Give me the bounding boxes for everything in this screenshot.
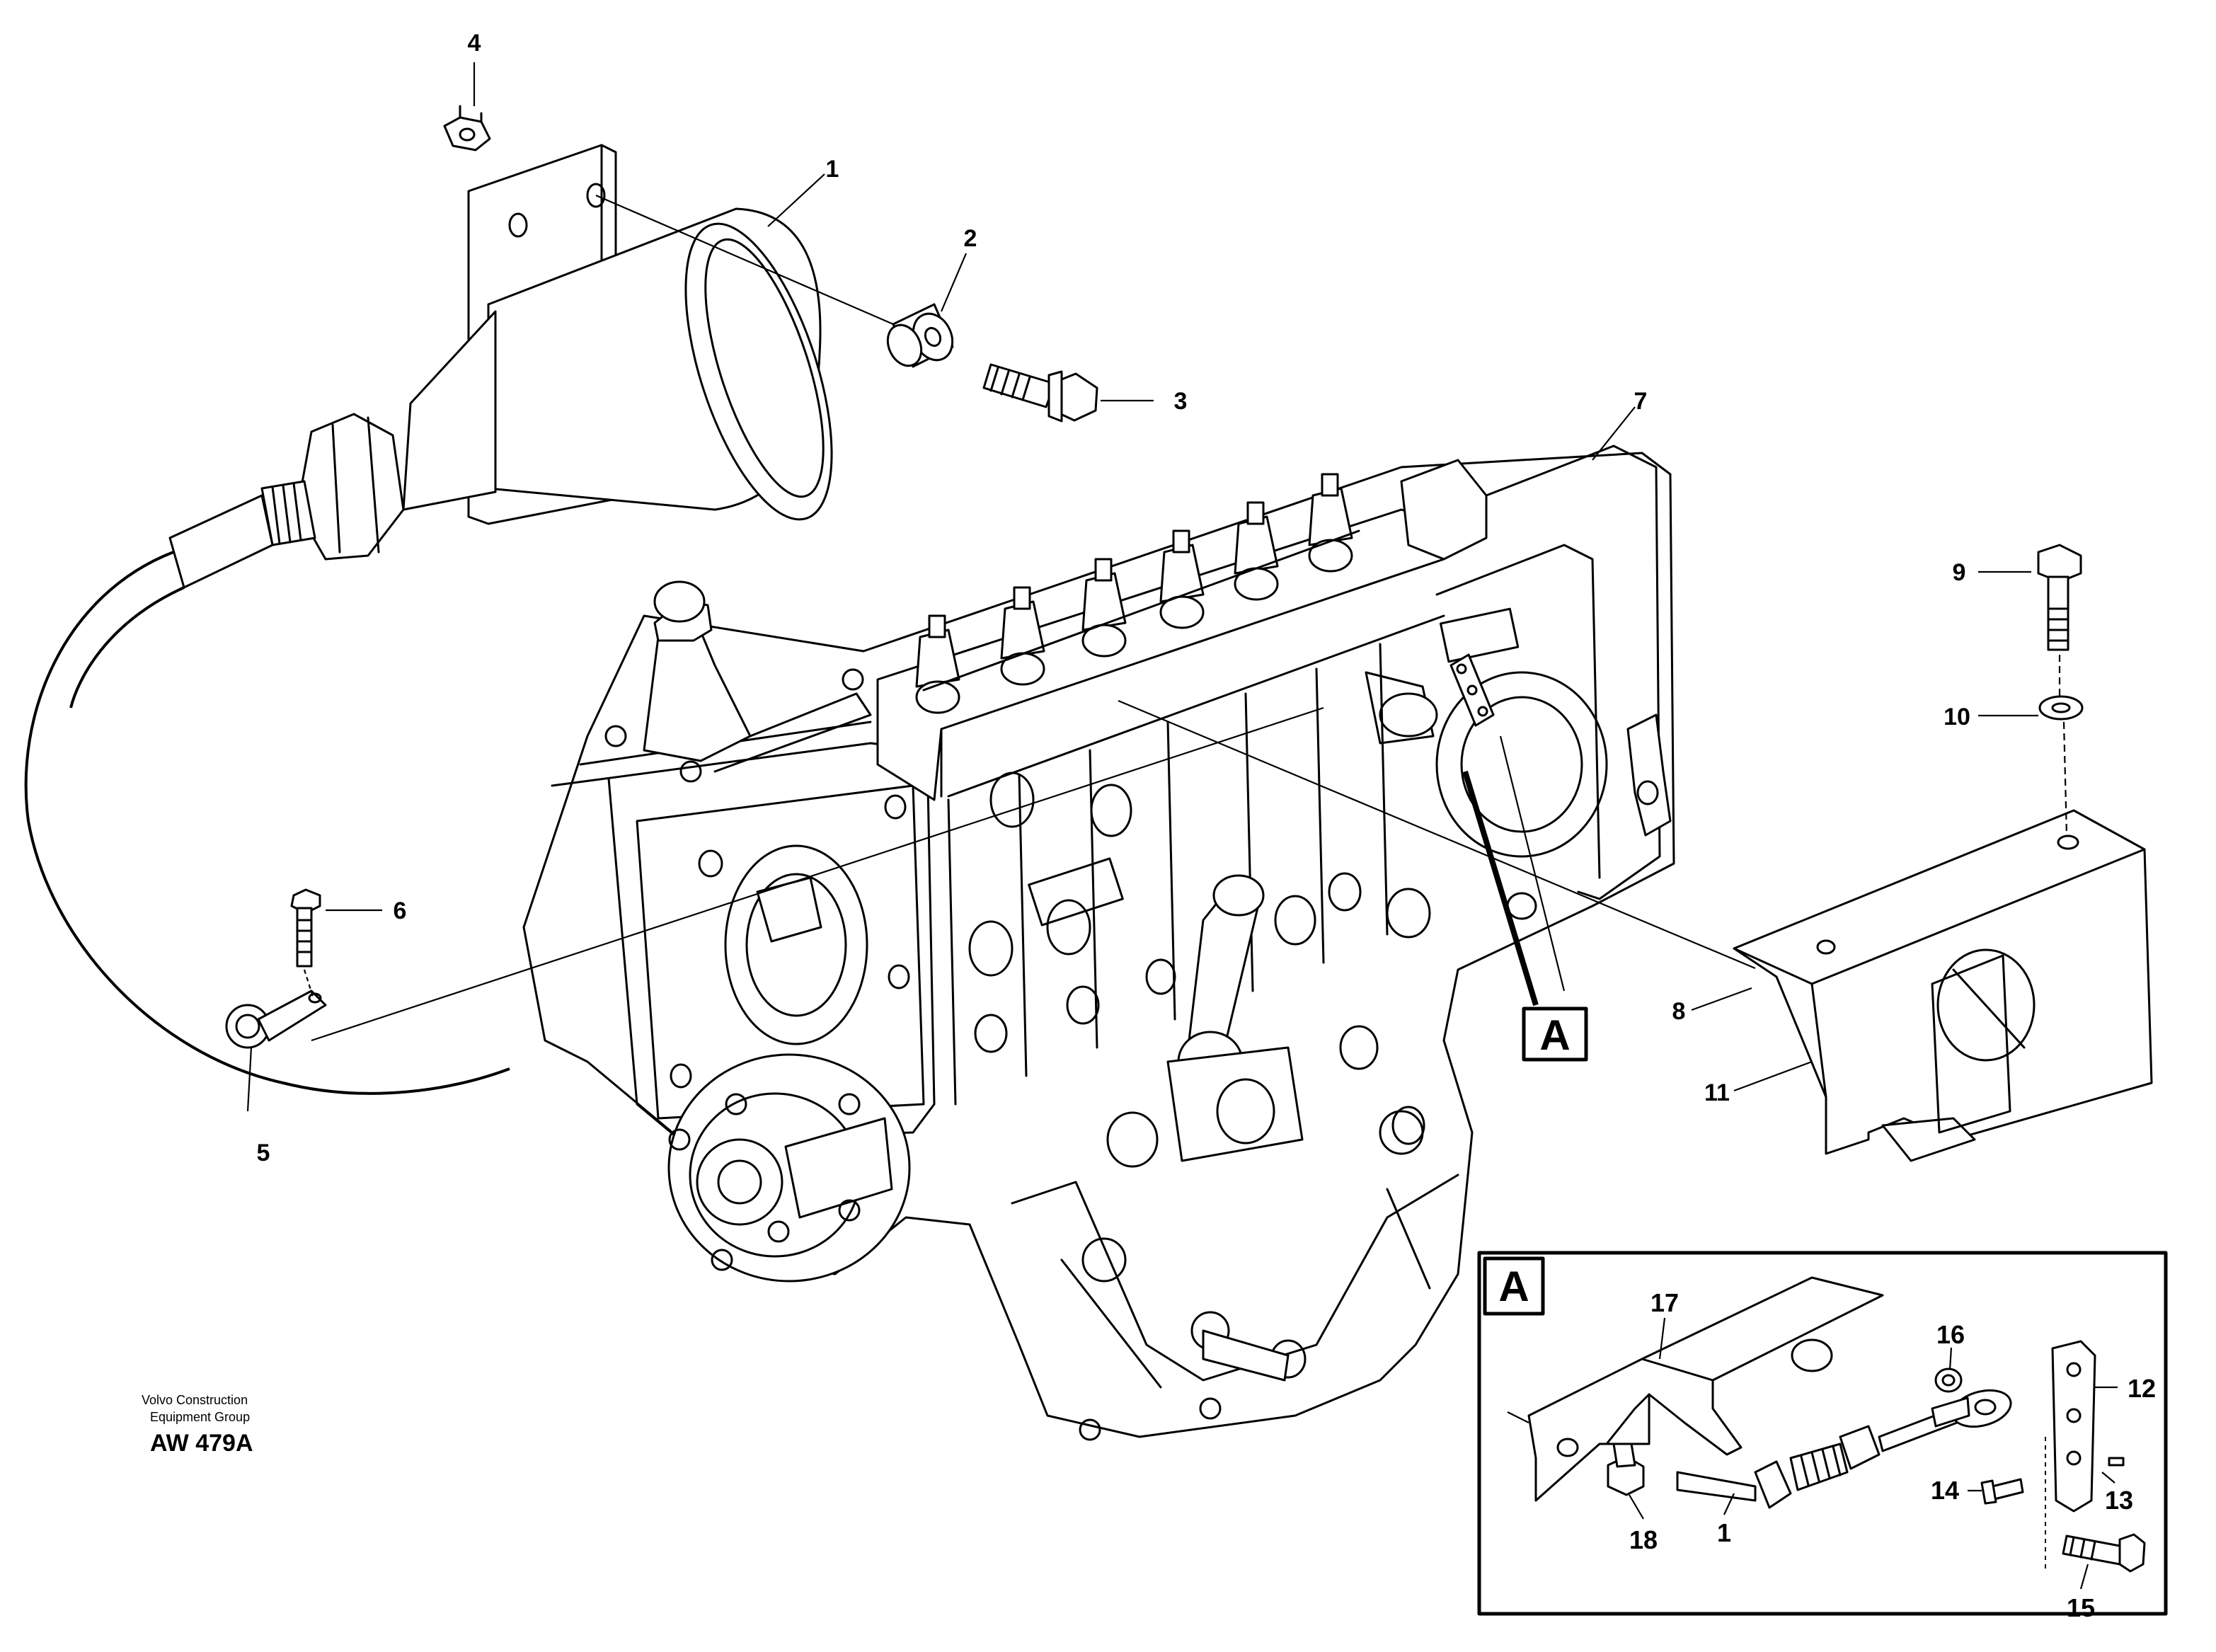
credit-block: Volvo Construction Equipment Group AW 47… bbox=[142, 1393, 253, 1457]
callout-6: 6 bbox=[394, 897, 407, 924]
callout-3: 3 bbox=[1174, 388, 1188, 415]
credit-line-1: Volvo Construction bbox=[142, 1393, 248, 1407]
bolt-9 bbox=[2037, 544, 2082, 651]
drawing-code: AW 479A bbox=[150, 1430, 253, 1457]
washer-10 bbox=[2038, 695, 2084, 721]
credit-line-2: Equipment Group bbox=[150, 1410, 250, 1424]
bolt-3 bbox=[982, 363, 1098, 423]
inset-callout-16: 16 bbox=[1936, 1320, 1965, 1349]
inset-callout-17: 17 bbox=[1650, 1288, 1679, 1317]
callout-2: 2 bbox=[964, 225, 977, 252]
callout-7: 7 bbox=[1634, 388, 1648, 415]
detail-marker-a: A bbox=[1539, 1011, 1570, 1059]
spacer bbox=[886, 303, 954, 368]
inset-callout-13: 13 bbox=[2105, 1486, 2133, 1515]
stop-solenoid bbox=[168, 144, 833, 589]
inset-letter-a: A bbox=[1498, 1263, 1529, 1310]
injection-pump bbox=[522, 444, 1675, 1441]
callout-8: 8 bbox=[1672, 998, 1686, 1025]
delivery-valves bbox=[915, 473, 1360, 714]
nut-4 bbox=[443, 105, 491, 151]
cable-clamp bbox=[225, 990, 327, 1049]
inset-callout-15: 15 bbox=[2067, 1593, 2095, 1622]
stop-cable bbox=[24, 551, 510, 1095]
detail-inset-a: A bbox=[1477, 1251, 2168, 1622]
inset-callout-1: 1 bbox=[1717, 1518, 1731, 1547]
inset-callout-14: 14 bbox=[1931, 1476, 1959, 1505]
callout-5: 5 bbox=[257, 1140, 270, 1166]
inset-callout-18: 18 bbox=[1629, 1525, 1658, 1554]
callout-10: 10 bbox=[1944, 704, 1970, 730]
callout-4: 4 bbox=[468, 30, 481, 57]
inset-callout-12: 12 bbox=[2128, 1374, 2156, 1403]
callout-11: 11 bbox=[1704, 1079, 1730, 1106]
callout-1: 1 bbox=[826, 156, 839, 183]
callout-9: 9 bbox=[1953, 559, 1966, 586]
cover-plate bbox=[1733, 809, 2153, 1162]
bolt-6 bbox=[290, 888, 321, 997]
